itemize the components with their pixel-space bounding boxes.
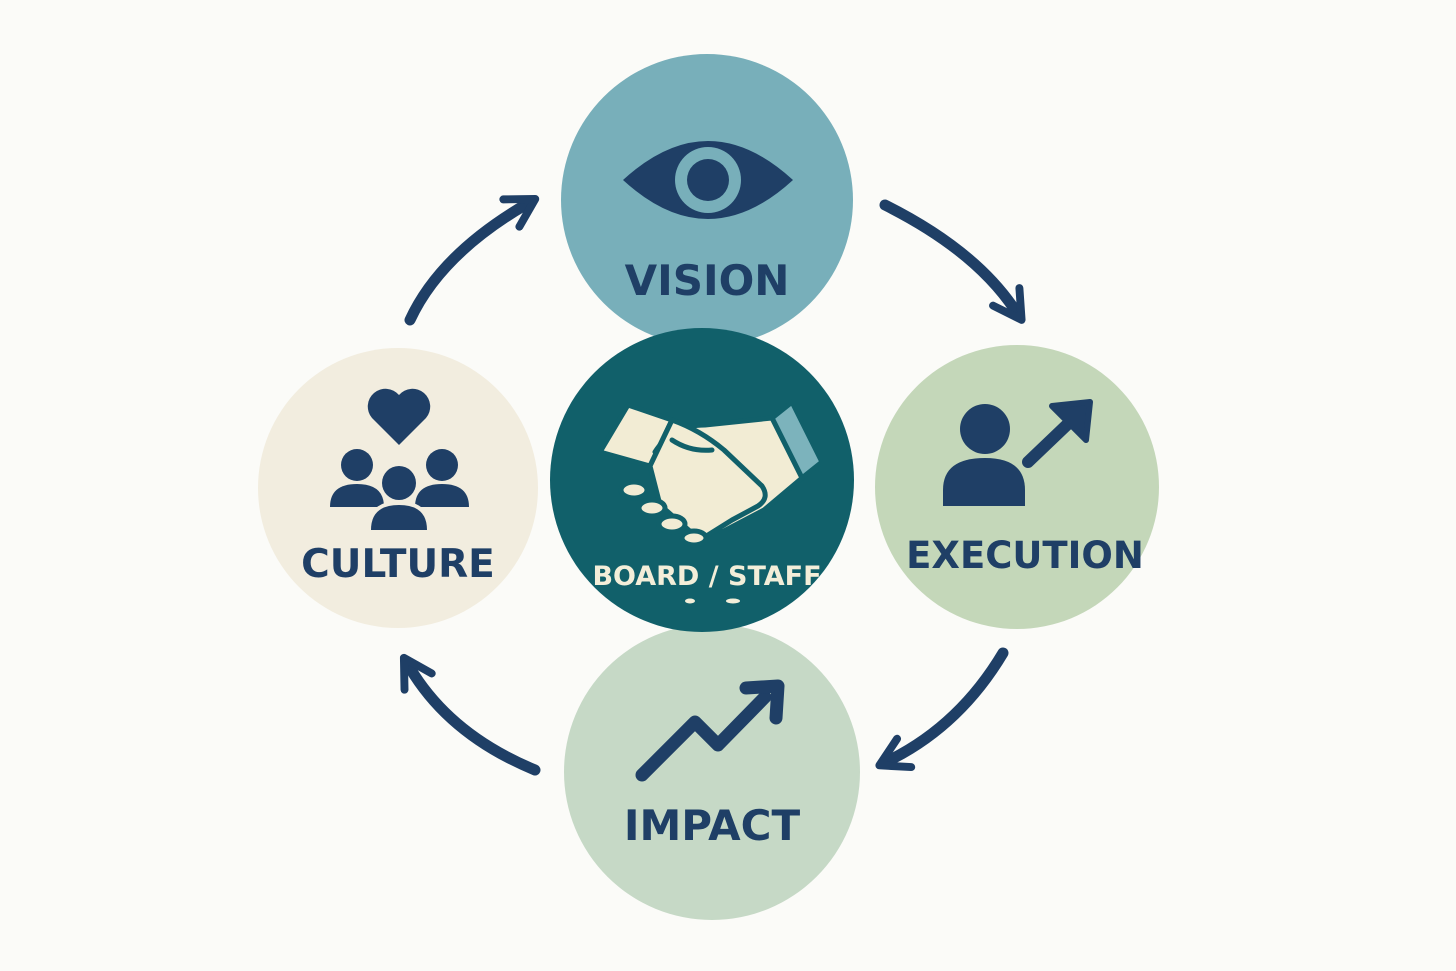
vision-label: VISION (625, 256, 790, 305)
person-growth-icon (943, 399, 1093, 506)
decorative-dot (685, 598, 695, 604)
arrow-culture-to-vision (404, 195, 540, 326)
impact-label: IMPACT (624, 801, 801, 850)
decorative-dot (726, 598, 740, 604)
trend-up-icon (635, 679, 785, 782)
arrow-vision-to-execution (879, 199, 1026, 324)
center-label: BOARD / STAFF (592, 561, 821, 592)
impact-circle (564, 624, 860, 920)
arrow-impact-to-culture (399, 653, 541, 776)
arrow-execution-to-impact (875, 647, 1009, 772)
team-heart-icon (330, 388, 469, 532)
execution-label: EXECUTION (906, 534, 1144, 577)
eye-icon (623, 141, 793, 219)
handshake-icon (597, 399, 825, 548)
culture-label: CULTURE (301, 542, 495, 587)
